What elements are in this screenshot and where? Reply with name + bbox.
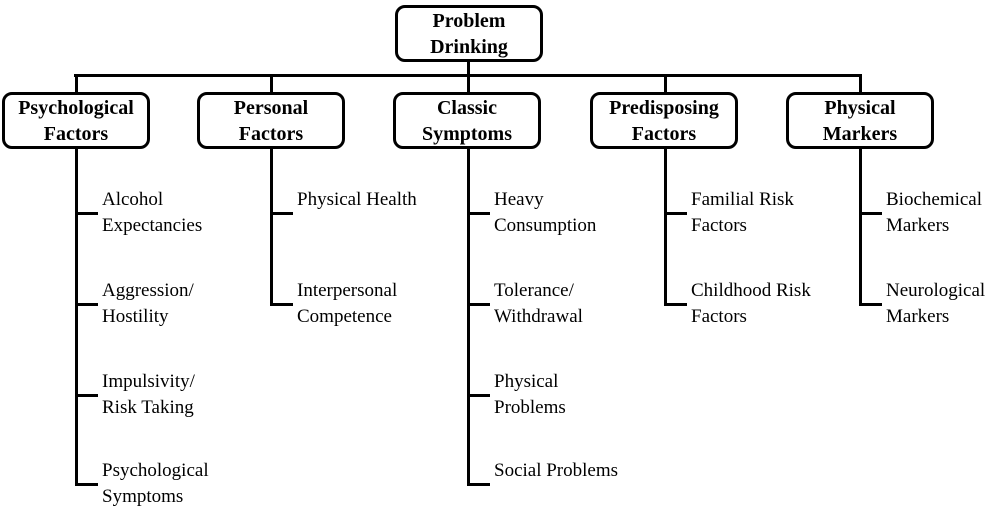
leaf-impulsivity-risk-taking: Impulsivity/ Risk Taking xyxy=(102,371,195,418)
tick-biochemical-markers xyxy=(859,212,882,215)
column-line-classic xyxy=(466,148,470,486)
connector-stub-psychological xyxy=(74,75,78,93)
tick-alcohol-expectancies xyxy=(75,212,98,215)
leaf-physical-health: Physical Health xyxy=(297,189,417,210)
tick-familial-risk-factors xyxy=(664,212,687,215)
tick-psychological-symptoms xyxy=(75,483,98,486)
node-personal-factors: Personal Factors xyxy=(197,92,345,149)
column-line-predisposing xyxy=(663,148,667,306)
column-line-physical-markers xyxy=(858,148,862,306)
tick-tolerance-withdrawal xyxy=(467,303,490,306)
leaf-neurological-markers: Neurological Markers xyxy=(886,280,986,327)
tick-interpersonal-competence xyxy=(270,303,293,306)
node-problem-drinking: Problem Drinking xyxy=(395,5,543,62)
tick-physical-health xyxy=(270,212,293,215)
node-psychological-factors-label: Psychological Factors xyxy=(18,96,134,145)
leaf-physical-problems: Physical Problems xyxy=(494,371,566,418)
connector-stub-physical-markers xyxy=(858,75,862,93)
tick-childhood-risk-factors xyxy=(664,303,687,306)
connector-root-drop xyxy=(466,60,470,76)
connector-stub-classic xyxy=(466,75,470,93)
node-psychological-factors: Psychological Factors xyxy=(2,92,150,149)
tick-impulsivity-risk-taking xyxy=(75,394,98,397)
node-classic-symptoms-label: Classic Symptoms xyxy=(421,96,512,145)
node-problem-drinking-label: Problem Drinking xyxy=(430,9,508,58)
leaf-familial-risk-factors: Familial Risk Factors xyxy=(691,189,794,236)
tick-neurological-markers xyxy=(859,303,882,306)
leaf-alcohol-expectancies: Alcohol Expectancies xyxy=(102,189,203,236)
node-physical-markers-label: Physical Markers xyxy=(822,96,898,145)
node-classic-symptoms: Classic Symptoms xyxy=(393,92,541,149)
leaf-tolerance-withdrawal: Tolerance/ Withdrawal xyxy=(494,280,583,327)
node-physical-markers: Physical Markers xyxy=(786,92,934,149)
tick-heavy-consumption xyxy=(467,212,490,215)
leaf-heavy-consumption: Heavy Consumption xyxy=(494,189,597,236)
node-predisposing-factors: Predisposing Factors xyxy=(590,92,738,149)
leaf-psychological-symptoms: Psychological Symptoms xyxy=(102,460,209,507)
node-predisposing-factors-label: Predisposing Factors xyxy=(609,96,719,145)
leaf-biochemical-markers: Biochemical Markers xyxy=(886,189,983,236)
tick-social-problems xyxy=(467,483,490,486)
tick-physical-problems xyxy=(467,394,490,397)
connector-stub-personal xyxy=(269,75,273,93)
column-line-personal xyxy=(269,148,273,306)
column-line-psychological xyxy=(74,148,78,486)
leaf-childhood-risk-factors: Childhood Risk Factors xyxy=(691,280,811,327)
leaf-aggression-hostility: Aggression/ Hostility xyxy=(102,280,194,327)
tick-aggression-hostility xyxy=(75,303,98,306)
leaf-interpersonal-competence: Interpersonal Competence xyxy=(297,280,398,327)
connector-stub-predisposing xyxy=(663,75,667,93)
leaf-social-problems: Social Problems xyxy=(494,460,619,481)
node-personal-factors-label: Personal Factors xyxy=(233,96,309,145)
